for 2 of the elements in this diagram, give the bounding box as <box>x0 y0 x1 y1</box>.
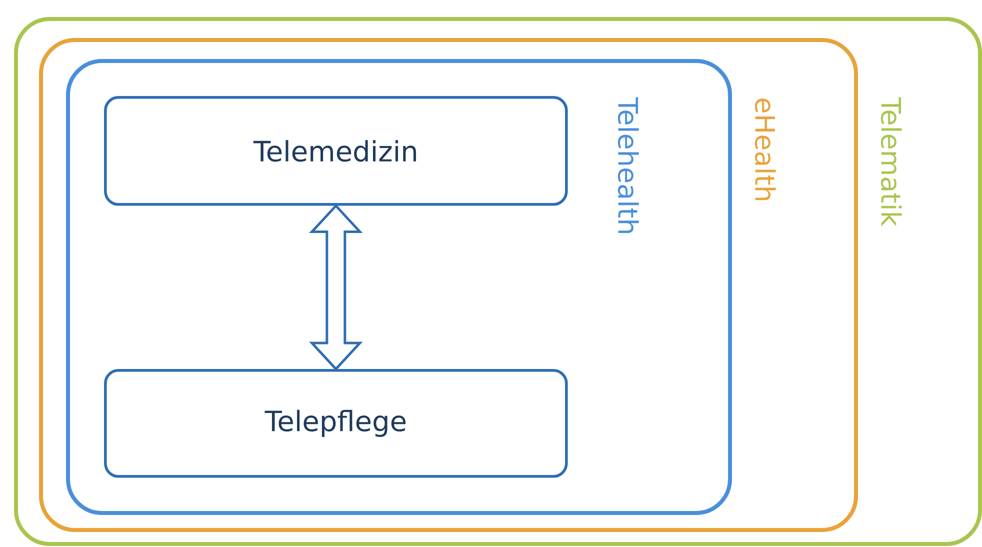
process-box: Telemedizin <box>104 96 568 206</box>
process-box: Telepflege <box>104 369 568 478</box>
